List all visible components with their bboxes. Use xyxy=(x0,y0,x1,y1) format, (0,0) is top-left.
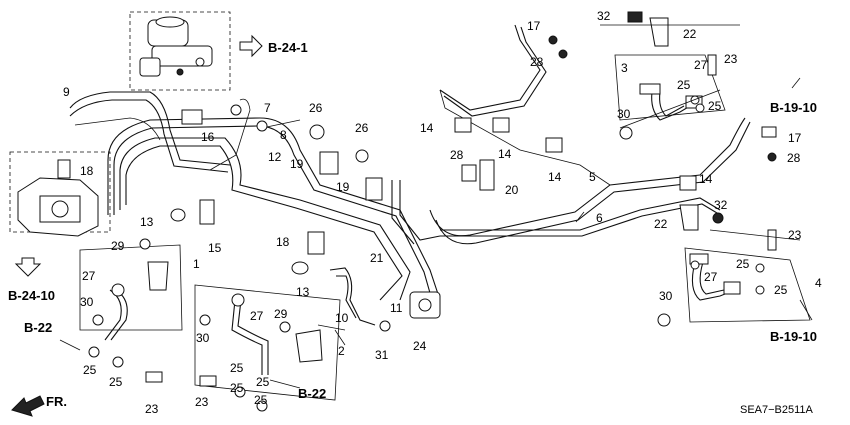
part-20-label: 20 xyxy=(505,183,519,197)
part-21-label: 21 xyxy=(370,251,384,265)
part-28b-label: 28 xyxy=(450,148,464,162)
ref-label-b24-10: B-24-10 xyxy=(8,288,55,303)
part-19b-label: 19 xyxy=(336,180,350,194)
part-18a-label: 18 xyxy=(80,164,94,178)
part-25c-label: 25 xyxy=(736,257,750,271)
hose-group-upper xyxy=(614,54,726,121)
part-24-label: 24 xyxy=(413,339,427,353)
part-28c-label: 28 xyxy=(787,151,801,165)
front-direction-arrow xyxy=(11,395,45,417)
part-30a-label: 30 xyxy=(617,107,631,121)
ref-label-b19-10-lower: B-19-10 xyxy=(770,329,817,344)
part-26a-label: 26 xyxy=(309,101,323,115)
part-8-label: 8 xyxy=(280,128,287,142)
part-32a-label: 32 xyxy=(597,9,611,23)
diagram-code: SEA7−B2511A xyxy=(740,404,814,416)
part-22a-label: 22 xyxy=(683,27,697,41)
proportioning-valve xyxy=(409,291,441,319)
part-27c-label: 27 xyxy=(82,269,96,283)
part-15-label: 15 xyxy=(208,241,222,255)
bracket-22-lower xyxy=(679,204,699,231)
part-2-label: 2 xyxy=(338,344,345,358)
part-17b-label: 17 xyxy=(788,131,802,145)
part-number-labels: 1 2 3 4 5 6 7 8 9 10 11 12 13 13 14 14 1… xyxy=(63,9,822,416)
part-26b-label: 26 xyxy=(355,121,369,135)
part-13a-label: 13 xyxy=(140,215,154,229)
part-27b-label: 27 xyxy=(704,270,718,284)
part-7-label: 7 xyxy=(264,101,271,115)
part-3-label: 3 xyxy=(621,61,628,75)
part-32b-label: 32 xyxy=(714,198,728,212)
part-29b-label: 29 xyxy=(274,307,288,321)
part-28a-label: 28 xyxy=(530,55,544,69)
part-30b-label: 30 xyxy=(659,289,673,303)
ref-label-b24-1: B-24-1 xyxy=(268,40,308,55)
part-19a-label: 19 xyxy=(290,157,304,171)
abs-modulator xyxy=(17,159,99,237)
part-14a-label: 14 xyxy=(420,121,434,135)
part-12-label: 12 xyxy=(268,150,282,164)
part-25a-label: 25 xyxy=(677,78,691,92)
brake-pipe-bundle xyxy=(69,91,441,301)
ref-label-b19-10-upper: B-19-10 xyxy=(770,100,817,115)
hose-group-lower xyxy=(684,247,811,323)
part-4-label: 4 xyxy=(815,276,822,290)
part-6-label: 6 xyxy=(596,211,603,225)
part-18b-label: 18 xyxy=(276,235,290,249)
part-13b-label: 13 xyxy=(296,285,310,299)
part-27d-label: 27 xyxy=(250,309,264,323)
master-cylinder-box xyxy=(129,11,231,91)
part-23d-label: 23 xyxy=(195,395,209,409)
part-5-label: 5 xyxy=(589,170,596,184)
front-hose-left xyxy=(79,244,183,341)
part-14c-label: 14 xyxy=(548,170,562,184)
bracket-22-upper xyxy=(649,17,669,47)
part-14b-label: 14 xyxy=(498,147,512,161)
part-25f-label: 25 xyxy=(109,375,123,389)
part-23c-label: 23 xyxy=(145,402,159,416)
ref-arrow-b24-1 xyxy=(239,34,263,58)
leader-lines xyxy=(59,24,813,389)
part-30d-label: 30 xyxy=(196,331,210,345)
part-23b-label: 23 xyxy=(788,228,802,242)
part-25g-label: 25 xyxy=(230,361,244,375)
part-25j-label: 25 xyxy=(254,393,268,407)
part-11-label: 11 xyxy=(390,301,403,315)
part-25d-label: 25 xyxy=(774,283,788,297)
part-17a-label: 17 xyxy=(527,19,541,33)
part-1-label: 1 xyxy=(193,257,200,271)
ref-label-b22-right: B-22 xyxy=(298,386,326,401)
pipe-10 xyxy=(329,267,376,326)
front-hose-right xyxy=(194,284,341,401)
part-30c-label: 30 xyxy=(80,295,94,309)
clips-grommets xyxy=(88,11,777,412)
part-25b-label: 25 xyxy=(708,99,722,113)
rear-brake-pipes xyxy=(429,24,751,245)
part-22b-label: 22 xyxy=(654,217,668,231)
front-direction-label: FR. xyxy=(46,394,67,409)
part-29a-label: 29 xyxy=(111,239,125,253)
part-27a-label: 27 xyxy=(694,58,708,72)
part-25i-label: 25 xyxy=(230,381,244,395)
part-16-label: 16 xyxy=(201,130,215,144)
master-cylinder xyxy=(139,16,213,77)
part-14d-label: 14 xyxy=(699,172,713,186)
part-23a-label: 23 xyxy=(724,52,738,66)
part-31-label: 31 xyxy=(375,348,389,362)
part-9-label: 9 xyxy=(63,85,70,99)
part-10-label: 10 xyxy=(335,311,349,325)
part-25e-label: 25 xyxy=(83,363,97,377)
ref-label-b22-left: B-22 xyxy=(24,320,52,335)
ref-arrow-b24-10 xyxy=(14,257,42,277)
abs-unit-box xyxy=(9,151,111,233)
part-25h-label: 25 xyxy=(256,375,270,389)
